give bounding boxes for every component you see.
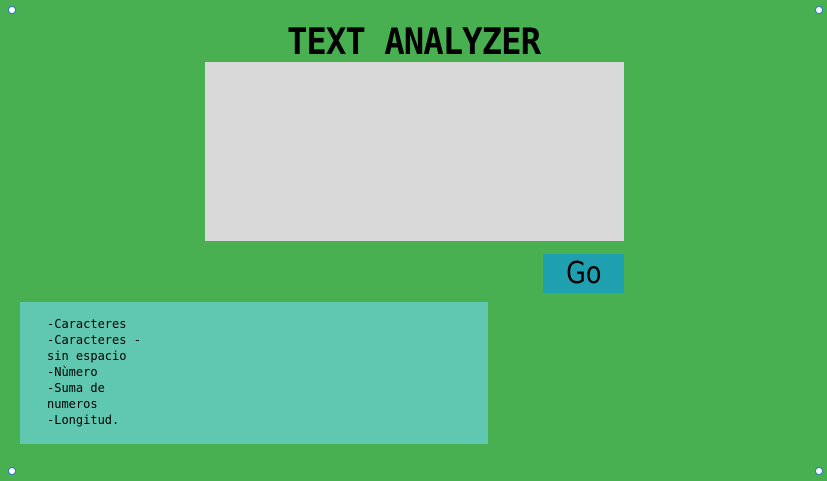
text-input-area[interactable] xyxy=(205,62,624,241)
results-line: -Nùmero xyxy=(47,365,98,379)
results-line: sin espacio xyxy=(47,349,127,363)
resize-handle-bottom-left[interactable] xyxy=(8,467,16,475)
go-button-label: Go xyxy=(565,256,602,291)
results-line: -Longitud. xyxy=(47,413,120,427)
results-line: numeros xyxy=(47,397,98,411)
results-line: -Suma de xyxy=(47,381,105,395)
resize-handle-top-left[interactable] xyxy=(8,6,16,14)
results-line: -Caracteres - xyxy=(47,333,141,347)
resize-handle-top-right[interactable] xyxy=(815,6,823,14)
results-panel: -Caracteres -Caracteres - sin espacio -N… xyxy=(20,302,488,444)
results-list: -Caracteres -Caracteres - sin espacio -N… xyxy=(47,316,141,428)
go-button[interactable]: Go xyxy=(543,254,624,293)
results-line: -Caracteres xyxy=(47,317,127,331)
resize-handle-bottom-right[interactable] xyxy=(815,467,823,475)
page-title: TEXT ANALYZER xyxy=(286,20,541,64)
